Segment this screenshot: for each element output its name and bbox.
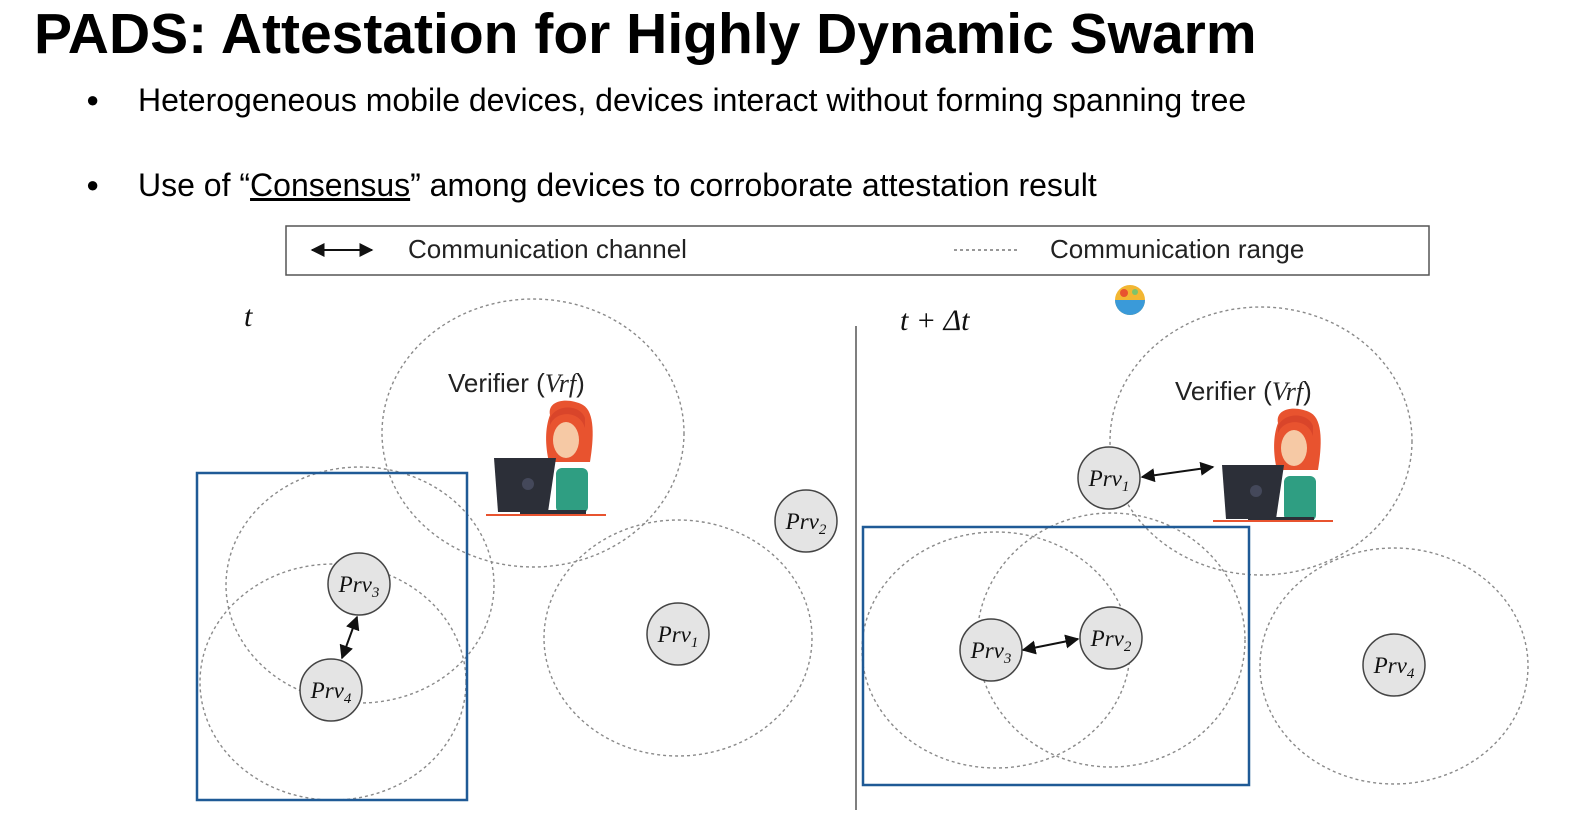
right-prv2-node: Prv2 <box>1079 606 1143 670</box>
left-verifier-person-icon <box>486 400 606 516</box>
app-logo-icon <box>1115 285 1145 315</box>
svg-text:Prv1: Prv1 <box>1088 466 1130 495</box>
left-prv2-node: Prv2 <box>774 489 838 553</box>
legend-box <box>285 225 1430 276</box>
right-channel-arrow-prv1-verifier <box>1140 461 1215 483</box>
right-prv4-node: Prv4 <box>1362 633 1426 697</box>
svg-text:Prv3: Prv3 <box>970 638 1012 667</box>
left-highlight-box <box>195 471 469 802</box>
bullet-1-text: Heterogeneous mobile devices, devices in… <box>138 82 1247 118</box>
right-panel: t + Δt Verifier (Vrf) Prv1 Prv3 <box>861 304 1529 787</box>
left-time-label: t <box>244 300 253 333</box>
svg-text:Prv2: Prv2 <box>1090 626 1132 655</box>
prv4-range-circle <box>1259 547 1529 785</box>
svg-text:Prv4: Prv4 <box>310 678 352 707</box>
svg-text:Prv4: Prv4 <box>1373 653 1415 682</box>
right-highlight-box <box>861 525 1251 787</box>
verifier-range-circle <box>381 298 685 568</box>
svg-text:Prv3: Prv3 <box>338 572 380 601</box>
left-channel-arrow-prv3-prv4 <box>339 615 360 660</box>
right-time-label: t + Δt <box>900 304 970 337</box>
left-panel: t Verifier (Vrf) Prv2 <box>195 298 838 802</box>
legend-channel-label: Communication channel <box>408 234 687 264</box>
left-verifier-label: Verifier (Vrf) <box>448 368 585 398</box>
left-prv4-node: Prv4 <box>299 658 363 722</box>
bullet-dot: ● <box>86 86 100 112</box>
legend-range-label: Communication range <box>1050 234 1304 264</box>
bullet-2-text-before: Use of “ <box>138 167 251 203</box>
left-prv3-node: Prv3 <box>327 552 391 616</box>
consensus-term: Consensus <box>250 167 411 203</box>
right-prv1-node: Prv1 <box>1077 446 1141 510</box>
bullet-dot: ● <box>86 171 100 197</box>
svg-text:Prv2: Prv2 <box>785 509 827 538</box>
right-verifier-label: Verifier (Vrf) <box>1175 376 1312 406</box>
slide-title: PADS: Attestation for Highly Dynamic Swa… <box>34 2 1257 66</box>
bullet-1: ● Heterogeneous mobile devices, devices i… <box>86 80 1246 123</box>
right-verifier-person-icon <box>1213 408 1333 522</box>
bullet-2-text-after: ” among devices to corroborate attestati… <box>410 167 1097 203</box>
right-prv3-node: Prv3 <box>959 618 1023 682</box>
right-channel-arrow-prv3-prv2 <box>1021 634 1080 655</box>
prv1-range-circle <box>543 519 813 757</box>
bullet-2: ● Use of “Consensus” among devices to cor… <box>86 165 1097 208</box>
verifier-range-circle <box>1109 306 1413 576</box>
left-prv1-node: Prv1 <box>646 602 710 666</box>
prv3-range-circle <box>225 466 495 704</box>
legend: Communication channel Communication rang… <box>285 225 1430 276</box>
svg-text:Prv1: Prv1 <box>657 622 699 651</box>
